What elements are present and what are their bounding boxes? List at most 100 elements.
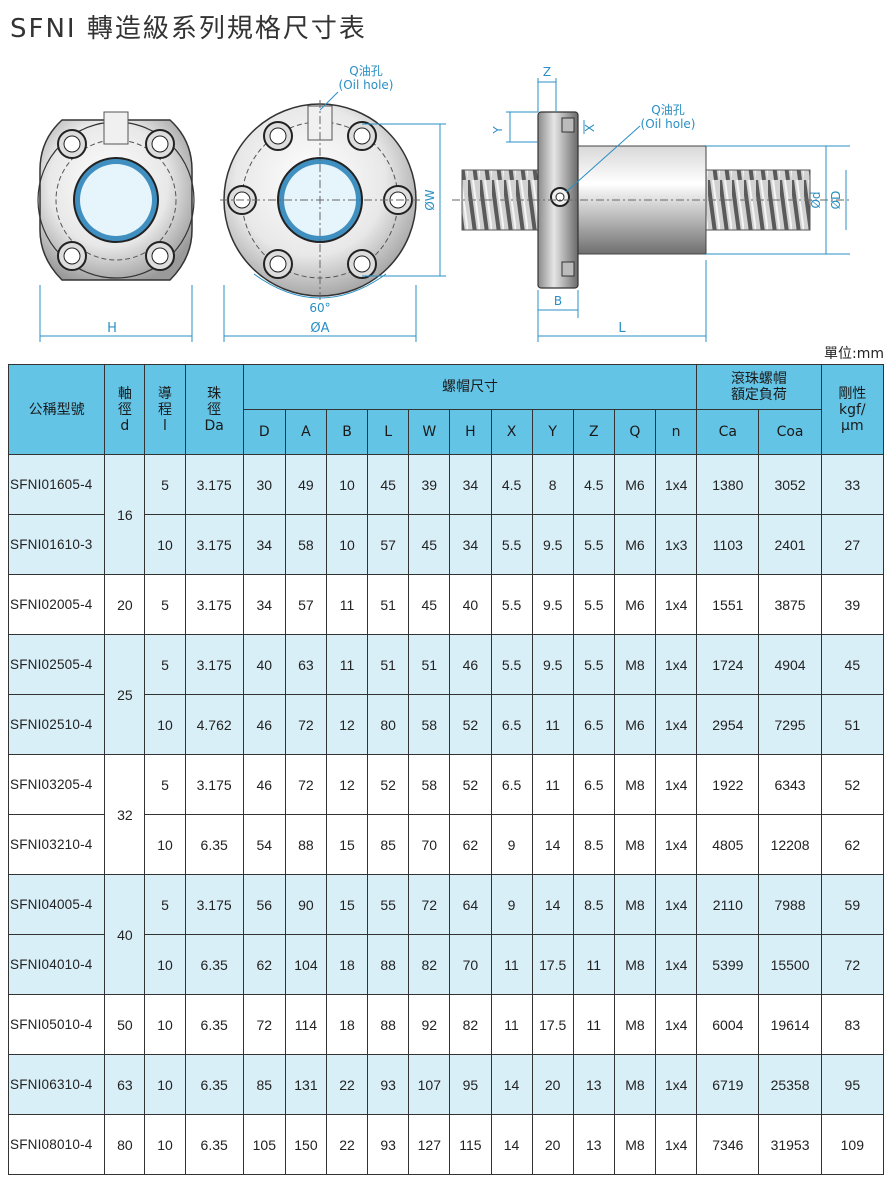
cell-rigidity: 83 xyxy=(820,994,885,1055)
cell-ball: 6.35 xyxy=(184,994,244,1055)
cell-n: 1x4 xyxy=(654,934,698,995)
table-row: SFNI04010-4 10 6.35 62 104 18 88 82 70 1… xyxy=(7,934,885,995)
cell-W: 45 xyxy=(408,514,451,575)
flange-front-view-round: 60° ØA ØW Q油孔 (Oil hole) xyxy=(220,64,446,342)
cell-Y: 11 xyxy=(531,754,574,815)
cell-coa: 7295 xyxy=(758,694,822,755)
cell-lead: 5 xyxy=(144,634,186,695)
header-B: B xyxy=(325,409,369,455)
cell-X: 14 xyxy=(490,1054,533,1115)
table-row: SFNI08010-4 80 10 6.35 105 150 22 93 127… xyxy=(7,1114,885,1175)
cell-model: SFNI02505-4 xyxy=(7,634,106,695)
cell-lead: 5 xyxy=(144,574,186,635)
cell-A: 150 xyxy=(284,1114,328,1175)
cell-X: 9 xyxy=(490,874,533,935)
cell-X: 6.5 xyxy=(490,754,533,815)
cell-Y: 14 xyxy=(531,874,574,935)
cell-coa: 3875 xyxy=(758,574,822,635)
cell-shaft: 80 xyxy=(104,1114,146,1175)
cell-ball: 3.175 xyxy=(184,574,244,635)
cell-D: 56 xyxy=(242,874,286,935)
cell-A: 58 xyxy=(284,514,328,575)
cell-A: 104 xyxy=(284,934,328,995)
cell-lead: 10 xyxy=(144,1054,186,1115)
cell-H: 115 xyxy=(449,1114,492,1175)
cell-W: 58 xyxy=(408,694,451,755)
cell-n: 1x4 xyxy=(654,1114,698,1175)
cell-X: 6.5 xyxy=(490,694,533,755)
header-Ca: Ca xyxy=(696,409,760,455)
cell-A: 114 xyxy=(284,994,328,1055)
cell-model: SFNI04010-4 xyxy=(7,934,106,995)
cell-X: 5.5 xyxy=(490,634,533,695)
cell-Z: 11 xyxy=(572,934,615,995)
cell-model: SFNI02510-4 xyxy=(7,694,106,755)
cell-B: 18 xyxy=(325,994,369,1055)
cell-ball: 3.175 xyxy=(184,874,244,935)
cell-Q: M8 xyxy=(613,814,657,875)
cell-Y: 8 xyxy=(531,454,574,515)
cell-ball: 6.35 xyxy=(184,934,244,995)
table-row: SFNI03205-4 32 5 3.175 46 72 12 52 58 52… xyxy=(7,754,885,875)
cell-Z: 6.5 xyxy=(572,694,615,755)
cell-n: 1x4 xyxy=(654,874,698,935)
cell-lead: 10 xyxy=(144,994,186,1055)
oil-hole-front-label-1: Q油孔 xyxy=(349,64,382,78)
cell-H: 46 xyxy=(449,634,492,695)
cell-ball: 3.175 xyxy=(184,754,244,815)
cell-D: 54 xyxy=(242,814,286,875)
cell-D: 30 xyxy=(242,454,286,515)
cell-L: 55 xyxy=(367,874,410,935)
cell-n: 1x4 xyxy=(654,634,698,695)
cell-ball: 6.35 xyxy=(184,814,244,875)
cell-model: SFNI05010-4 xyxy=(7,994,106,1055)
cell-H: 34 xyxy=(449,514,492,575)
cell-L: 51 xyxy=(367,634,410,695)
cell-lead: 5 xyxy=(144,454,186,515)
table-row: SFNI02510-4 10 4.762 46 72 12 80 58 52 6… xyxy=(7,694,885,755)
cell-L: 51 xyxy=(367,574,410,635)
cell-model: SFNI06310-4 xyxy=(7,1054,106,1115)
cell-L: 85 xyxy=(367,814,410,875)
cell-H: 52 xyxy=(449,754,492,815)
cell-Q: M6 xyxy=(613,694,657,755)
cell-ball: 4.762 xyxy=(184,694,244,755)
cell-L: 88 xyxy=(367,934,410,995)
cell-ca: 1380 xyxy=(696,454,760,515)
cell-Q: M8 xyxy=(613,1114,657,1175)
cell-H: 95 xyxy=(449,1054,492,1115)
cell-Z: 11 xyxy=(572,994,615,1055)
cell-Q: M6 xyxy=(613,574,657,635)
cell-B: 18 xyxy=(325,934,369,995)
cell-X: 9 xyxy=(490,814,533,875)
dim-w-label: ØW xyxy=(423,189,437,210)
cell-rigidity: 95 xyxy=(820,1054,885,1115)
cell-lead: 5 xyxy=(144,874,186,935)
header-nut-dimensions: 螺帽尺寸 xyxy=(242,364,698,410)
cell-Y: 9.5 xyxy=(531,634,574,695)
cell-A: 72 xyxy=(284,754,328,815)
cell-ball: 6.35 xyxy=(184,1054,244,1115)
cell-A: 131 xyxy=(284,1054,328,1115)
cell-ca: 2110 xyxy=(696,874,760,935)
cell-coa: 3052 xyxy=(758,454,822,515)
cell-Z: 8.5 xyxy=(572,874,615,935)
cell-B: 11 xyxy=(325,634,369,695)
cell-n: 1x4 xyxy=(654,754,698,815)
unit-label: 單位:mm xyxy=(824,346,884,362)
dim-l-label: L xyxy=(618,321,626,336)
cell-ca: 6004 xyxy=(696,994,760,1055)
cell-rigidity: 51 xyxy=(820,694,885,755)
cell-model: SFNI03210-4 xyxy=(7,814,106,875)
cell-n: 1x3 xyxy=(654,514,698,575)
cell-W: 70 xyxy=(408,814,451,875)
cell-coa: 6343 xyxy=(758,754,822,815)
cell-H: 34 xyxy=(449,454,492,515)
cell-model: SFNI08010-4 xyxy=(7,1114,106,1175)
cell-ball: 6.35 xyxy=(184,1114,244,1175)
cell-A: 90 xyxy=(284,874,328,935)
header-H: H xyxy=(449,409,492,455)
dim-x-label: X xyxy=(583,124,597,132)
table-row: SFNI01610-3 10 3.175 34 58 10 57 45 34 5… xyxy=(7,514,885,575)
